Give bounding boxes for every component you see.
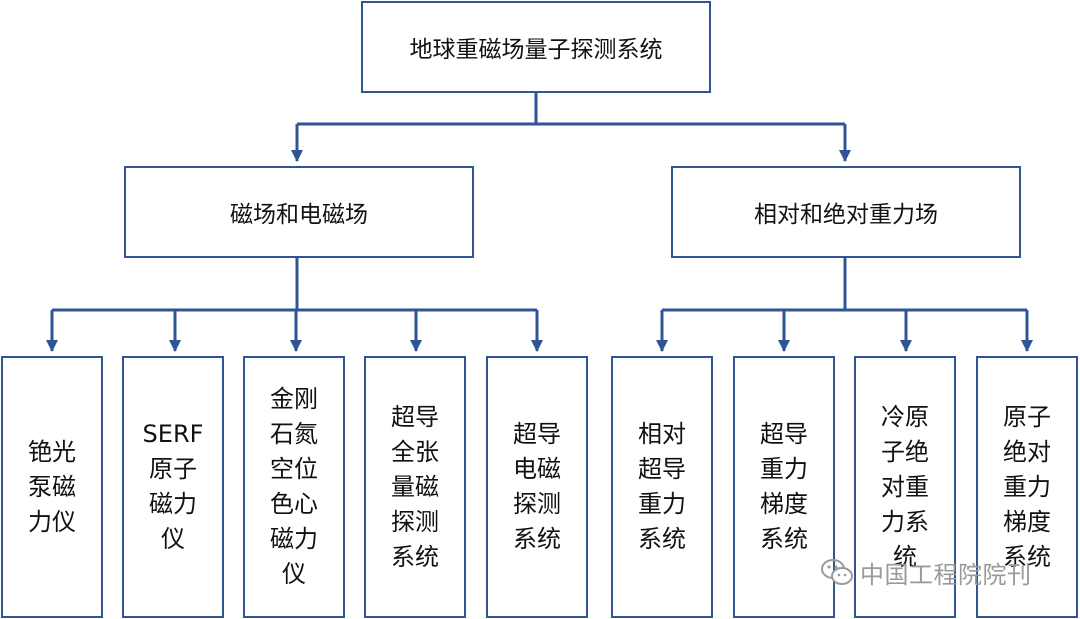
leaf-node-atom-gravity-gradient: 原子绝对重力梯度系统 — [976, 356, 1078, 618]
leaf-label: SERF原子磁力仪 — [142, 420, 204, 553]
branch-label-gravity: 相对和绝对重力场 — [754, 202, 938, 228]
leaf-label: 超导重力梯度系统 — [760, 420, 808, 553]
root-label: 地球重磁场量子探测系统 — [409, 37, 663, 63]
leaf-node-superconducting-gravity-gradient: 超导重力梯度系统 — [733, 356, 835, 618]
branch-node-gravity: 相对和绝对重力场 — [671, 166, 1021, 258]
root-node: 地球重磁场量子探测系统 — [361, 1, 711, 93]
leaf-label: 超导电磁探测系统 — [513, 420, 561, 553]
wechat-logo-icon — [821, 559, 853, 585]
leaf-label: 原子绝对重力梯度系统 — [1003, 402, 1051, 571]
leaf-label: 金刚石氮空位色心磁力仪 — [270, 385, 318, 588]
watermark: 中国工程院院刊 — [820, 552, 1032, 592]
leaf-node-cold-atom-gravity: 冷原子绝对重力系统 — [854, 356, 956, 618]
leaf-node-nv-center-magnetometer: 金刚石氮空位色心磁力仪 — [243, 356, 345, 618]
leaf-label: 超导全张量磁探测系统 — [391, 402, 439, 571]
branch-node-magnetic: 磁场和电磁场 — [124, 166, 474, 258]
leaf-node-superconducting-tensor-magnetic: 超导全张量磁探测系统 — [364, 356, 466, 618]
leaf-label: 铯光泵磁力仪 — [28, 437, 76, 536]
leaf-node-relative-superconducting-gravity: 相对超导重力系统 — [611, 356, 713, 618]
leaf-label: 相对超导重力系统 — [638, 420, 686, 553]
leaf-node-serf-magnetometer: SERF原子磁力仪 — [122, 356, 224, 618]
branch-label-magnetic: 磁场和电磁场 — [230, 202, 368, 228]
leaf-node-superconducting-em: 超导电磁探测系统 — [486, 356, 588, 618]
watermark-text: 中国工程院院刊 — [860, 560, 1032, 589]
leaf-label: 冷原子绝对重力系统 — [881, 402, 929, 571]
leaf-node-cesium-magnetometer: 铯光泵磁力仪 — [1, 356, 103, 618]
